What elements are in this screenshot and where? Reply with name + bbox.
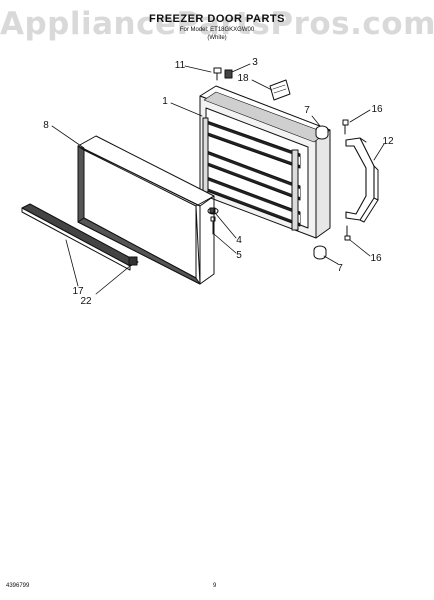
trim-end-cap bbox=[128, 256, 138, 266]
hinge-bushing bbox=[224, 69, 233, 79]
plug-button-upper bbox=[315, 125, 329, 140]
callout-22: 22 bbox=[80, 296, 92, 307]
door-trim-strip bbox=[21, 203, 139, 271]
page-title: FREEZER DOOR PARTS bbox=[149, 13, 285, 25]
watermark-text: AppliancePartsPros.com bbox=[0, 6, 434, 42]
leader-7a bbox=[311, 115, 321, 127]
handle-screw-upper bbox=[342, 119, 349, 135]
leader-16b bbox=[349, 239, 371, 257]
page-number: 9 bbox=[213, 583, 217, 589]
callout-7-upper: 7 bbox=[304, 105, 310, 116]
callout-16-lower: 16 bbox=[370, 253, 382, 264]
leader-16a bbox=[349, 109, 371, 123]
door-panel bbox=[199, 85, 331, 239]
callout-16-upper: 16 bbox=[371, 104, 383, 115]
leader-4 bbox=[215, 213, 237, 239]
callout-17: 17 bbox=[72, 286, 84, 297]
color-variant: (White) bbox=[207, 35, 227, 41]
leader-12 bbox=[373, 143, 385, 161]
leader-11 bbox=[184, 65, 212, 73]
leader-7b bbox=[323, 255, 339, 265]
plug-button-lower bbox=[313, 245, 327, 260]
leader-17 bbox=[65, 239, 79, 287]
callout-1: 1 bbox=[162, 96, 168, 107]
door-gasket bbox=[77, 135, 215, 285]
leader-3 bbox=[231, 63, 251, 73]
door-label bbox=[269, 79, 291, 101]
leader-18 bbox=[251, 79, 273, 91]
callout-7-lower: 7 bbox=[337, 263, 343, 274]
door-handle bbox=[345, 137, 379, 223]
callout-5: 5 bbox=[236, 250, 242, 261]
document-number: 4396799 bbox=[6, 583, 30, 589]
door-stop-screw bbox=[210, 216, 216, 235]
leader-1 bbox=[170, 102, 203, 117]
callout-8: 8 bbox=[43, 120, 49, 131]
model-subtitle: For Model: ET18GKXGW00 bbox=[179, 27, 255, 33]
leader-8 bbox=[51, 125, 85, 149]
leader-lines bbox=[51, 63, 385, 295]
callout-3: 3 bbox=[252, 57, 258, 68]
callout-4: 4 bbox=[236, 235, 242, 246]
callout-12: 12 bbox=[382, 136, 394, 147]
leader-5 bbox=[213, 233, 237, 254]
callout-18: 18 bbox=[237, 73, 249, 84]
door-stop bbox=[207, 207, 219, 215]
handle-screw-lower bbox=[344, 225, 351, 241]
leader-22 bbox=[95, 265, 131, 295]
hinge-screw bbox=[213, 67, 222, 81]
callout-11: 11 bbox=[174, 60, 186, 71]
